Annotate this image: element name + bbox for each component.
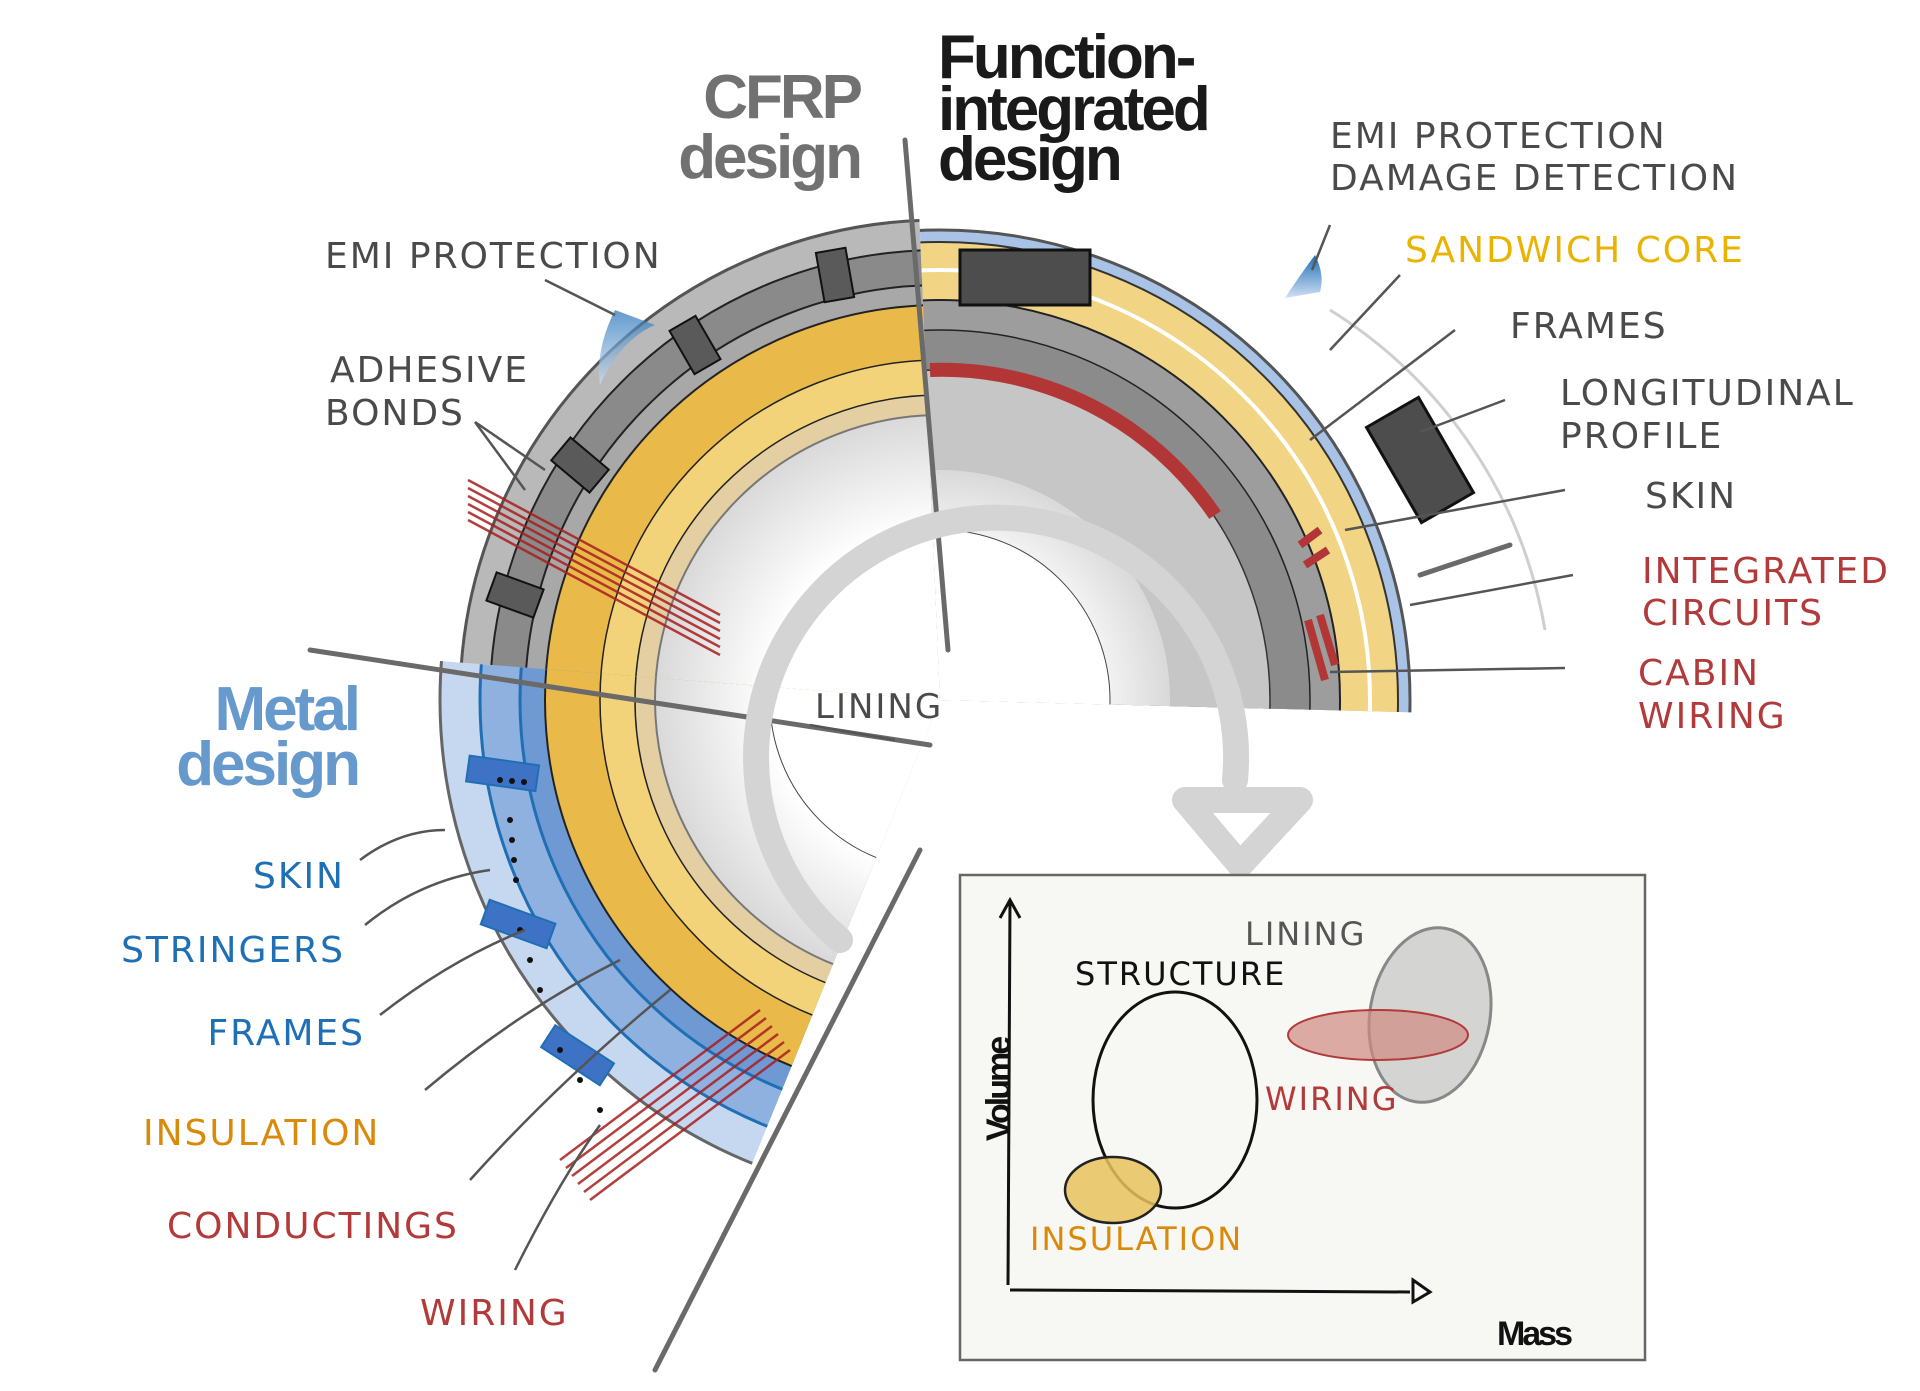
function-title-line1: Function-: [938, 23, 1195, 92]
group-label-insulation: INSULATION: [1030, 1220, 1243, 1258]
metal-title-line1: Metal: [215, 675, 358, 744]
cfrp-title-line2: design: [678, 123, 860, 192]
outer-arc: [1329, 308, 1547, 631]
wiring-ellipse: [1287, 1009, 1469, 1061]
label-adhesive-bonds-line1: ADHESIVE: [330, 350, 529, 391]
x-axis: [1009, 1288, 1411, 1294]
label-longitudinal: LONGITUDINAL: [1560, 373, 1855, 414]
label-stringers: STRINGERS: [121, 930, 345, 971]
label-metal-wiring: WIRING: [420, 1293, 569, 1334]
x-axis-arrow-icon: [1411, 1277, 1433, 1305]
longitudinal-profile-right: [1364, 395, 1476, 525]
label-cfrp-emi-protection: EMI PROTECTION: [325, 236, 662, 277]
function-integrated-title: Function- integrated design: [938, 23, 1211, 194]
cfrp-sector: [458, 218, 940, 700]
label-insulation: INSULATION: [143, 1113, 380, 1154]
label-metal-skin: SKIN: [253, 856, 345, 897]
label-metal-frames: FRAMES: [207, 1013, 365, 1054]
x-axis-label: Mass: [1497, 1315, 1572, 1353]
y-axis-arrow-icon: [998, 896, 1022, 919]
label-function-skin: SKIN: [1645, 476, 1737, 517]
metal-title: Metal design: [176, 675, 361, 799]
leader-lines: [359, 224, 1574, 1271]
emi-protection-fin-cfrp: [599, 310, 655, 385]
inset-chart: Mass Volume STRUCTURE LINING WIRING INSU…: [958, 873, 1647, 1362]
structure-ellipse: [1091, 990, 1259, 1210]
cfrp-stringers: [485, 246, 856, 619]
flow-arrow-icon: [743, 504, 1313, 953]
group-label-wiring: WIRING: [1265, 1080, 1398, 1118]
label-damage-detection: DAMAGE DETECTION: [1330, 158, 1739, 199]
label-function-frames: FRAMES: [1510, 306, 1668, 347]
y-axis: [1006, 899, 1012, 1286]
insulation-ellipse: [1063, 1155, 1163, 1225]
label-integrated: INTEGRATED: [1642, 551, 1890, 592]
label-sandwich-core: SANDWICH CORE: [1405, 230, 1745, 271]
label-conductings: CONDUCTINGS: [167, 1206, 459, 1247]
cfrp-wiring-bundle: [467, 478, 721, 657]
group-label-structure: STRUCTURE: [1075, 955, 1286, 993]
label-cabin: CABIN: [1638, 653, 1760, 694]
label-circuits: CIRCUITS: [1642, 593, 1824, 634]
function-title-line3: design: [938, 125, 1120, 194]
inset-chart-frame: [958, 873, 1647, 1362]
label-lining: LINING: [815, 687, 943, 727]
function-cable: [929, 362, 1221, 519]
function-title-line2: integrated: [938, 75, 1208, 144]
label-adhesive-bonds-line2: BONDS: [325, 393, 465, 434]
cfrp-title: CFRP design: [678, 63, 864, 192]
group-label-lining: LINING: [1245, 915, 1366, 953]
y-axis-label: Volume: [980, 1037, 1018, 1141]
cfrp-title-line1: CFRP: [703, 63, 861, 132]
integrated-circuits-marks: [1297, 526, 1339, 682]
label-emi-protection: EMI PROTECTION: [1330, 116, 1667, 157]
longitudinal-profile-top: [958, 248, 1092, 307]
metal-title-line2: design: [176, 730, 358, 799]
label-profile: PROFILE: [1560, 416, 1723, 457]
label-cabin-wiring: WIRING: [1638, 696, 1787, 737]
metal-stringers: [464, 754, 616, 1113]
